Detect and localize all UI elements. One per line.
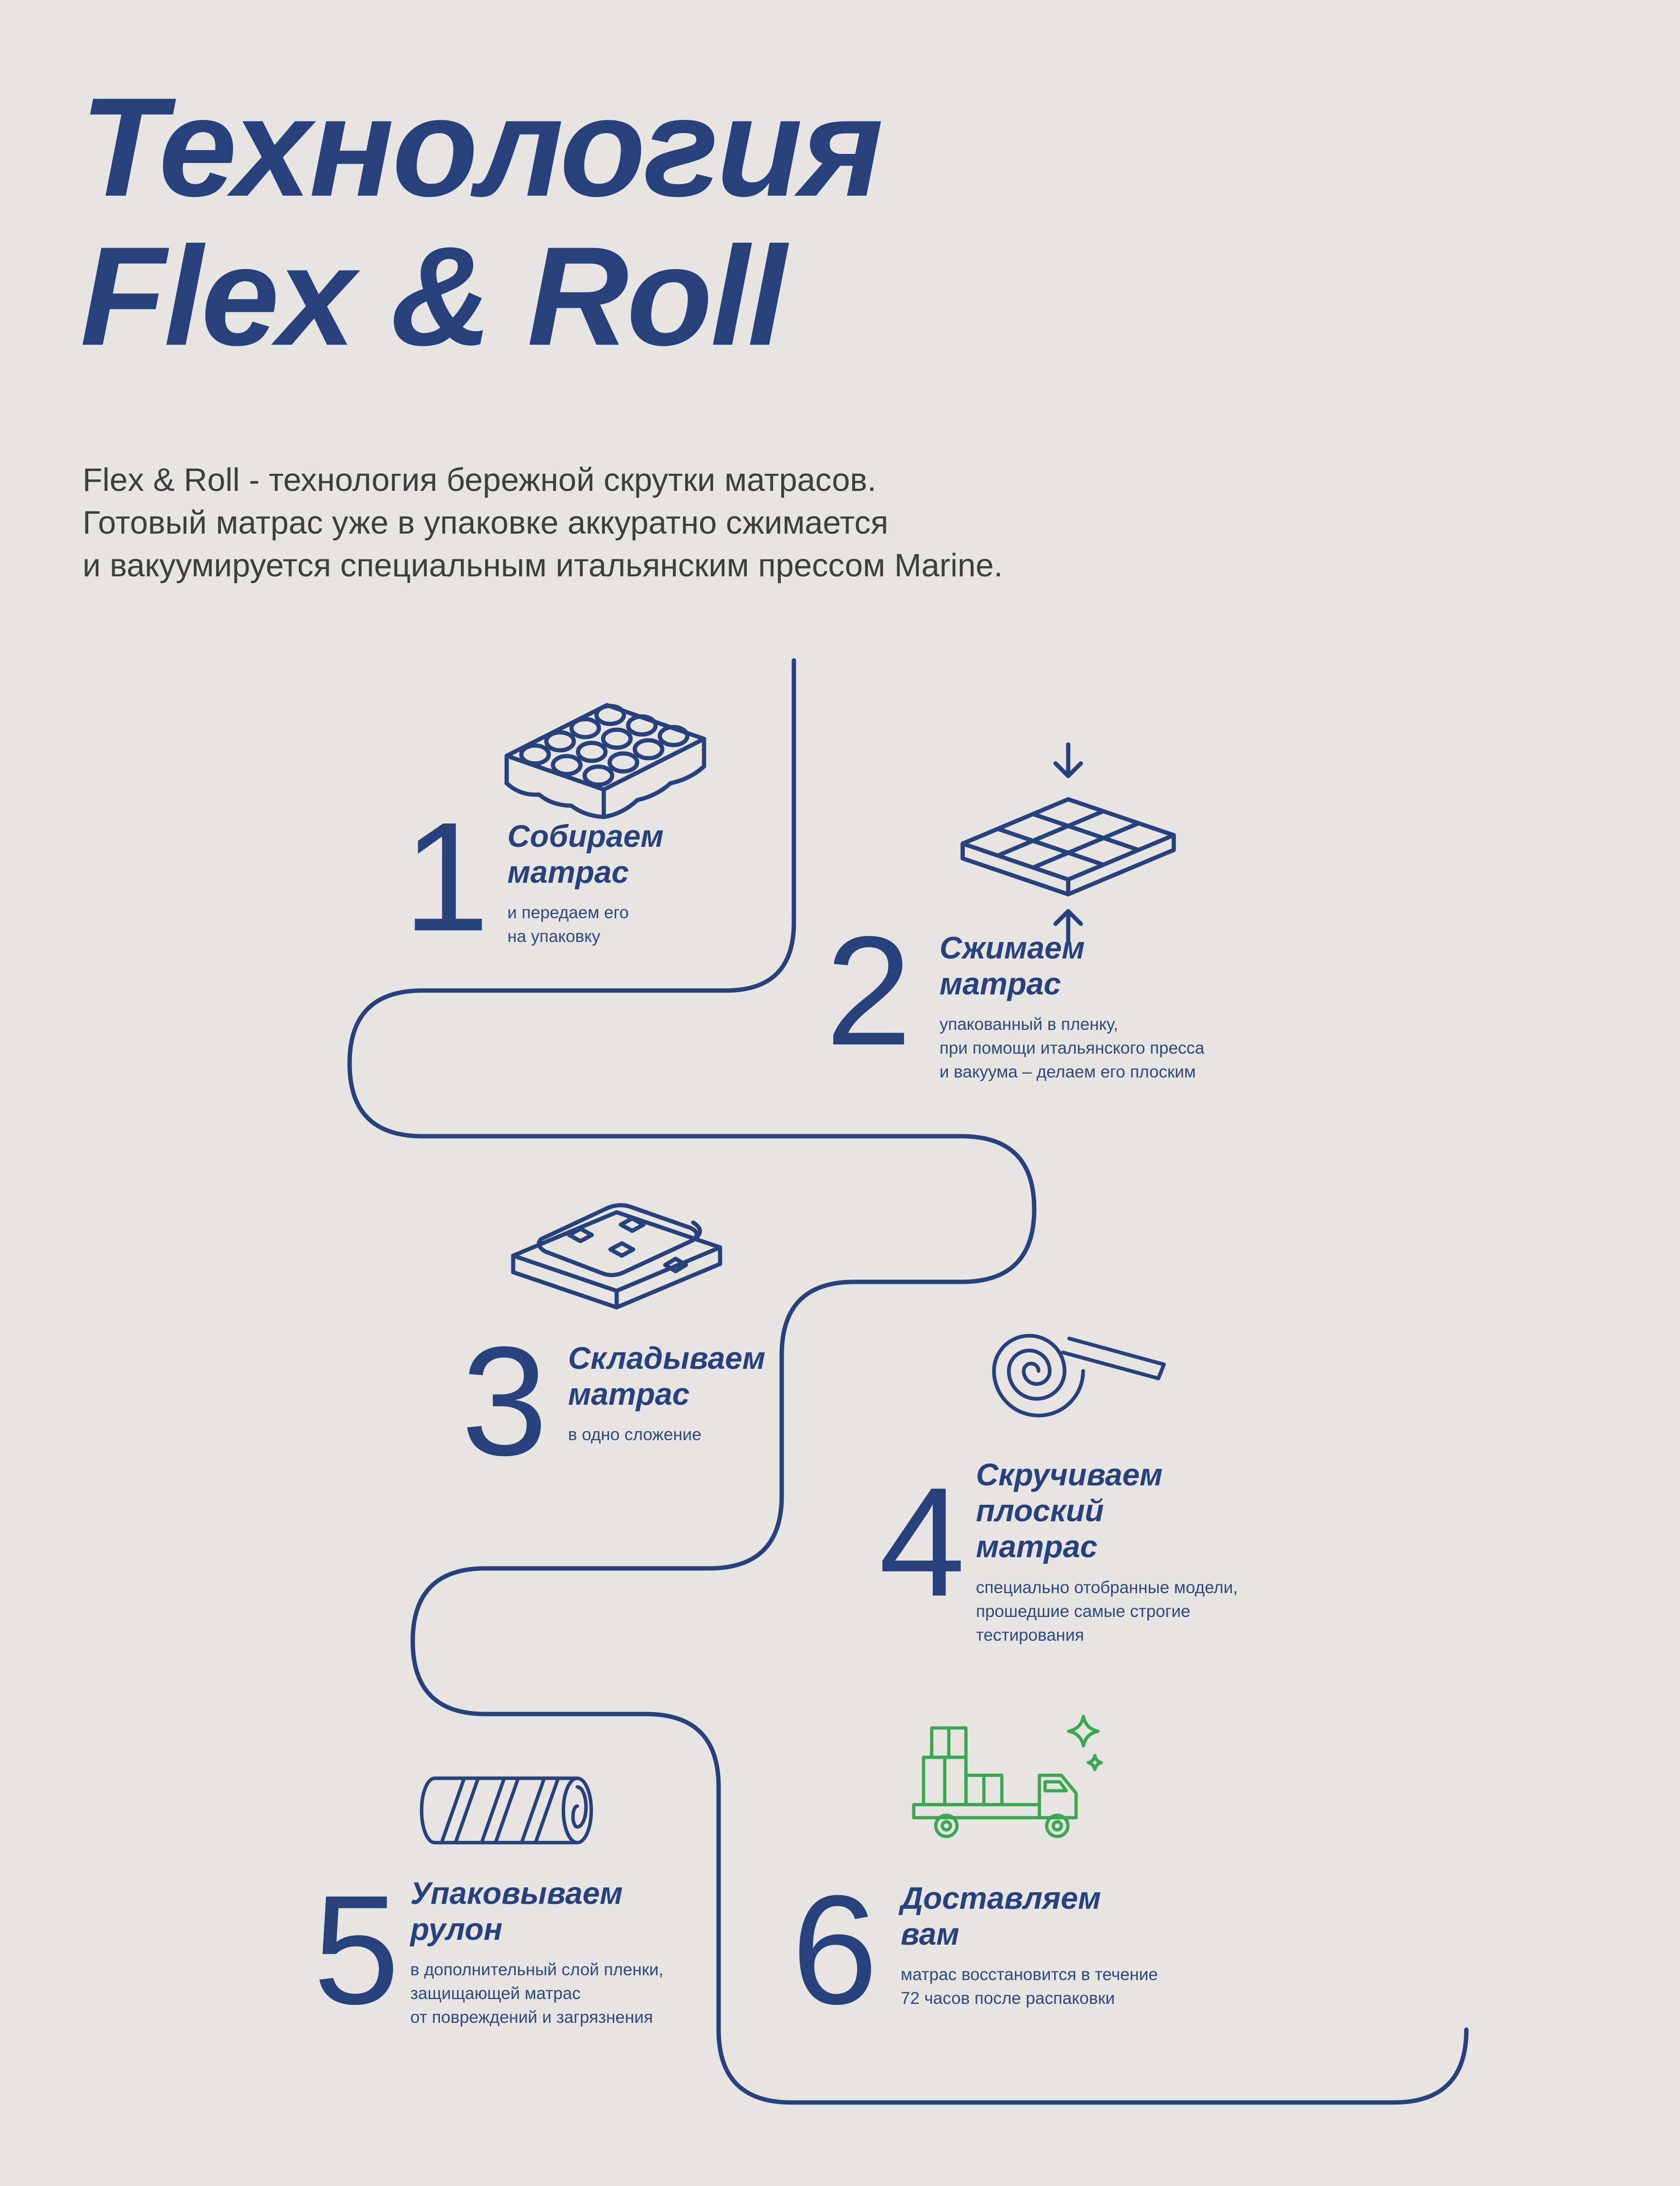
step-title: Складываем матрас bbox=[568, 1341, 766, 1412]
step-number: 2 bbox=[825, 904, 912, 1077]
rolled-mattress-icon bbox=[974, 1301, 1187, 1431]
folded-mattress-icon bbox=[498, 1160, 736, 1326]
step-description: специально отобранные модели, прошедшие … bbox=[976, 1578, 1238, 1645]
step-title: Собираем матрас bbox=[507, 819, 664, 890]
step-description: и передаем его на упаковку bbox=[507, 903, 629, 946]
step-number: 5 bbox=[313, 1863, 400, 2036]
step-number: 3 bbox=[461, 1314, 548, 1488]
step-number: 6 bbox=[791, 1863, 878, 2036]
step-title: Упаковываем рулон bbox=[410, 1876, 623, 1947]
step-title: Скручиваем плоский матрас bbox=[976, 1457, 1163, 1564]
step-number: 4 bbox=[879, 1455, 965, 1629]
delivery-truck-icon bbox=[901, 1707, 1105, 1862]
page-title: Технология Flex & Roll bbox=[80, 68, 883, 375]
press-mattress-icon bbox=[947, 738, 1190, 949]
step-description: в одно сложение bbox=[568, 1425, 702, 1445]
step-title: Сжимаем матрас bbox=[940, 930, 1085, 1002]
step-description: упакованный в пленку, при помощи итальян… bbox=[940, 1015, 1205, 1082]
step-description: матрас восстановится в течение 72 часов … bbox=[901, 1965, 1158, 2008]
step-title: Доставляем вам bbox=[901, 1881, 1101, 1952]
page-subtitle: Flex & Roll - технология бережной скрутк… bbox=[83, 462, 1003, 584]
step-number: 1 bbox=[403, 790, 489, 963]
step-description: в дополнительный слой пленки, защищающей… bbox=[410, 1960, 664, 2027]
wrapped-roll-icon bbox=[410, 1763, 619, 1858]
spring-mattress-icon bbox=[486, 680, 728, 838]
